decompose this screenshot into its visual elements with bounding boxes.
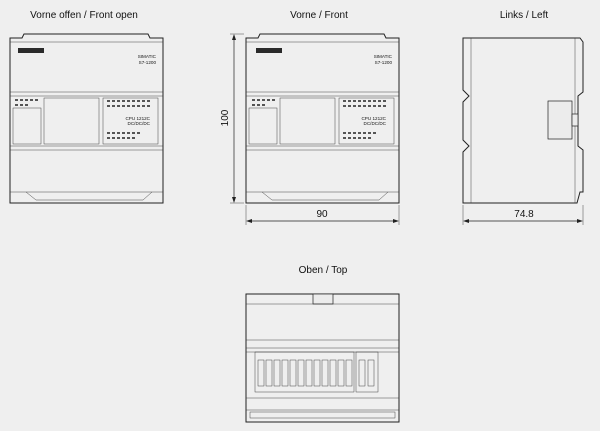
brand-label: SIMATIC xyxy=(138,54,157,59)
terminal-block-left xyxy=(254,351,355,393)
depth-dimension: 74.8 xyxy=(462,205,584,225)
width-dimension: 90 xyxy=(245,205,400,225)
terminal-screws xyxy=(257,359,375,387)
height-dimension: 100 xyxy=(220,33,244,204)
view-title-left: Links / Left xyxy=(500,10,549,21)
top-view xyxy=(245,293,400,423)
model-label-front: S7-1200 xyxy=(375,60,393,65)
view-title-top: Oben / Top xyxy=(299,265,348,276)
top-latch xyxy=(312,293,334,305)
order-number-plate xyxy=(18,48,44,53)
terminal-latch xyxy=(547,100,573,140)
io-leds-bottom xyxy=(107,132,140,139)
cpu-label-line2-front: DC/DC/DC xyxy=(364,121,387,126)
brand-label-front: SIMATIC xyxy=(374,54,393,59)
width-value: 90 xyxy=(316,209,328,220)
status-leds-front xyxy=(252,99,275,106)
order-number-plate-front xyxy=(256,48,282,53)
view-title-front-open: Vorne offen / Front open xyxy=(30,10,138,21)
front-view: SIMATIC S7-1200 CPU 1212C DC/DC/DC 100 xyxy=(220,33,400,225)
view-title-front: Vorne / Front xyxy=(290,10,348,21)
model-label: S7-1200 xyxy=(139,60,157,65)
latch-tab xyxy=(571,113,579,127)
cpu-label-line2: DC/DC/DC xyxy=(128,121,151,126)
left-view: 74.8 xyxy=(462,37,584,225)
cpu-label-line1-front: CPU 1212C xyxy=(361,116,386,121)
status-leds xyxy=(15,99,38,106)
io-leds-bottom-front xyxy=(343,132,376,139)
depth-value: 74.8 xyxy=(514,209,534,220)
cpu-label-line1: CPU 1212C xyxy=(125,116,150,121)
terminal-block-right xyxy=(355,351,379,393)
front-open-view: SIMATIC S7-1200 CPU 1212C DC/DC/DC xyxy=(9,33,164,204)
io-leds-top-front xyxy=(343,100,386,107)
height-value: 100 xyxy=(220,109,231,126)
io-leds-top xyxy=(107,100,150,107)
